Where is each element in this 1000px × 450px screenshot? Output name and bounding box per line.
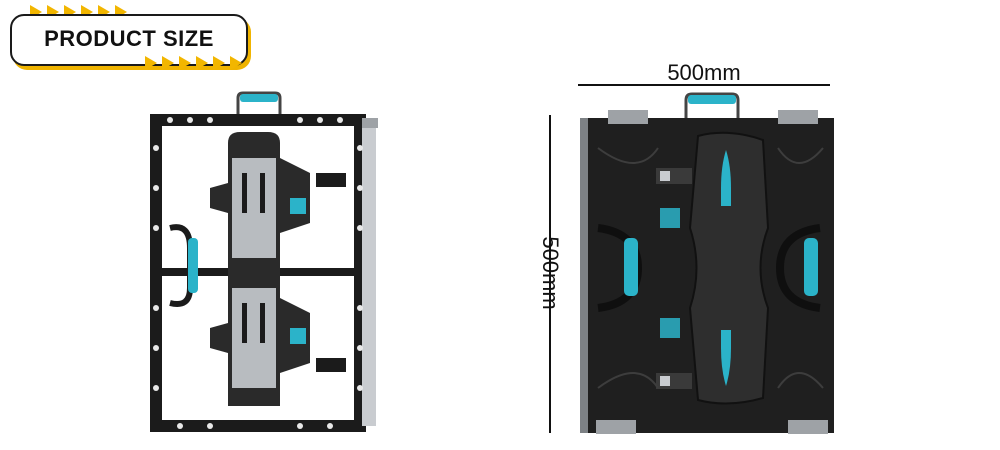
cabinet-back-image [580,92,834,434]
arrow-right-icon [213,56,225,70]
arrow-right-icon [162,56,174,70]
cabinet-front-image [150,91,378,432]
badge-title: PRODUCT SIZE [44,26,214,51]
badge-frame [10,14,248,66]
arrow-right-icon [196,56,208,70]
width-dimension-label: 500mm [667,60,741,85]
arrow-right-icon [179,56,191,70]
badge-arrows-bottom [145,56,245,70]
arrow-right-icon [230,56,242,70]
height-dimension-label: 500mm [538,236,563,310]
height-dimension-line [549,115,551,433]
arrow-right-icon [145,56,157,70]
width-dimension-line [578,84,830,86]
product-size-badge: PRODUCT SIZE [10,5,248,70]
